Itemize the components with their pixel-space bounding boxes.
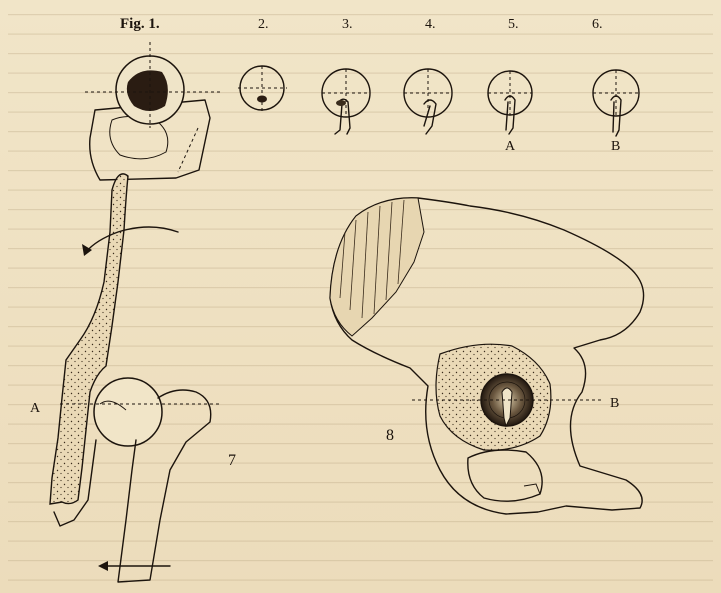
bleed-line — [8, 53, 713, 54]
fig-8-b-label: B — [610, 396, 619, 411]
bleed-line — [8, 131, 713, 132]
bleed-line — [8, 14, 713, 15]
fig-6-label: 6. — [592, 17, 603, 32]
bleed-line — [8, 365, 713, 366]
fig-5-label: 5. — [508, 17, 519, 32]
fig-7-a-label: A — [30, 401, 41, 416]
bleed-line — [8, 482, 713, 483]
bleed-line — [8, 502, 713, 503]
fig-6-sub-b-label: B — [611, 139, 620, 154]
fig-4-label: 4. — [425, 17, 436, 32]
fig-1-label: Fig. 1. — [120, 16, 160, 32]
fig-7-number: 7 — [228, 452, 236, 469]
fig-2-label: 2. — [258, 17, 269, 32]
bleed-line — [8, 170, 713, 171]
bleed-line — [8, 151, 713, 152]
bleed-line — [8, 560, 713, 561]
bleed-line — [8, 463, 713, 464]
fig-3-label: 3. — [342, 17, 353, 32]
bleed-line — [8, 521, 713, 522]
bleed-line — [8, 34, 713, 35]
bleed-line — [8, 580, 713, 581]
fig-8-number: 8 — [386, 427, 394, 444]
bleed-line — [8, 541, 713, 542]
fig-5-sub-a-label: A — [505, 139, 516, 154]
